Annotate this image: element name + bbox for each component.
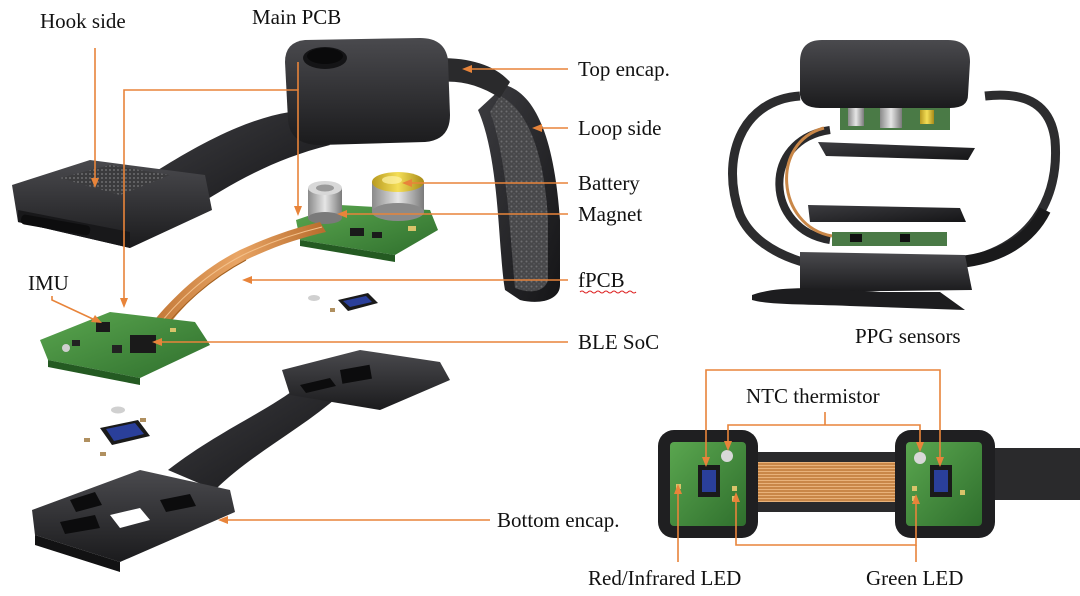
magnet <box>308 181 342 224</box>
ble-soc-chip <box>130 335 156 353</box>
right-ntc-thermistor <box>914 452 926 464</box>
label-ntc-thermistor: NTC thermistor <box>746 384 880 408</box>
label-fpcb: fPCB <box>578 268 625 292</box>
label-loop-side: Loop side <box>578 116 661 140</box>
label-ble-soc: BLE SoC <box>578 330 659 354</box>
label-bottom-encap: Bottom encap. <box>497 508 619 532</box>
imu-chip <box>96 322 110 332</box>
bottom-encapsulation <box>32 350 450 572</box>
lower-pcb <box>40 312 210 385</box>
assembled-side-view <box>728 40 1061 310</box>
label-red-infrared-led: Red/Infrared LED <box>588 566 741 590</box>
fpcb-flex-circuit <box>148 222 326 334</box>
label-ppg-sensors: PPG sensors <box>855 324 961 348</box>
labels: Hook side Main PCB Top encap. Loop side … <box>28 5 963 590</box>
loop-side-strap <box>478 85 560 302</box>
label-main-pcb: Main PCB <box>252 5 341 29</box>
battery <box>372 172 424 221</box>
top-encapsulation <box>12 38 510 248</box>
leader-lines <box>51 48 944 562</box>
exploded-view <box>12 38 560 572</box>
label-battery: Battery <box>578 171 640 195</box>
label-top-encap: Top encap. <box>578 57 670 81</box>
spellcheck-underline <box>579 290 637 294</box>
label-imu: IMU <box>28 271 69 295</box>
sensor-strip-top-view <box>658 430 1080 538</box>
loose-sensor-parts-lower <box>84 406 150 456</box>
left-ntc-thermistor <box>721 450 733 462</box>
label-green-led: Green LED <box>866 566 963 590</box>
label-hook-side: Hook side <box>40 9 126 33</box>
label-magnet: Magnet <box>578 202 642 226</box>
loose-sensor-parts-upper <box>308 293 378 312</box>
